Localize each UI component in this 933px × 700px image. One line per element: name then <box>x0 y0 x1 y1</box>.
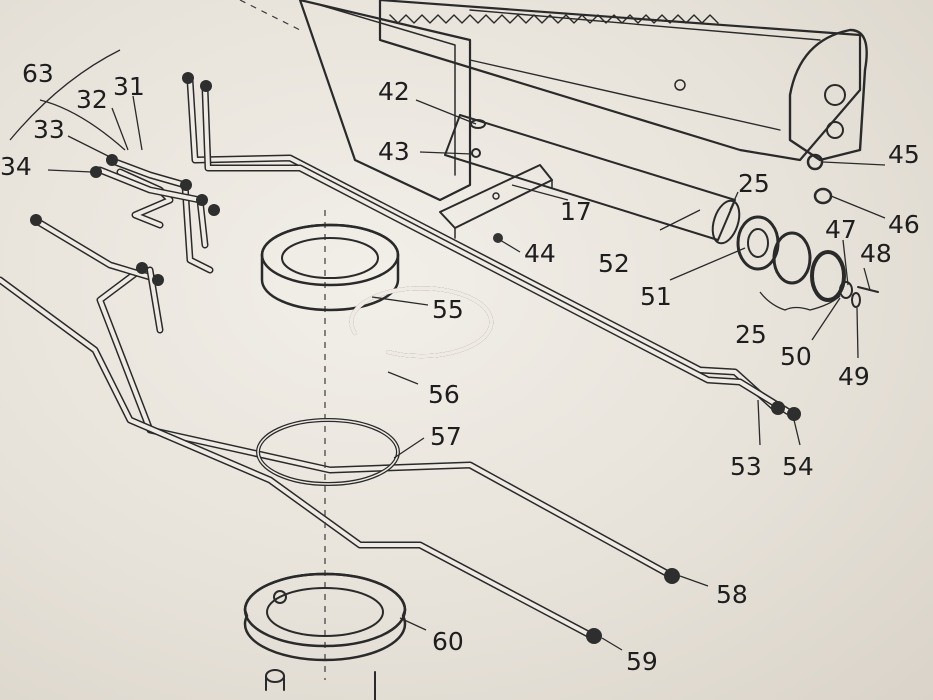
pipe-54 <box>201 84 796 418</box>
callout-labels: 63 32 31 33 34 42 43 17 44 25 45 46 47 4… <box>0 59 920 676</box>
callout-54: 54 <box>782 452 814 481</box>
callout-53: 53 <box>730 452 762 481</box>
callout-47: 47 <box>825 215 857 244</box>
leader-lines <box>9 49 886 651</box>
boom-end-bracket <box>788 28 868 162</box>
boom-assembly <box>298 0 879 308</box>
callout-55: 55 <box>432 295 464 324</box>
callout-56: 56 <box>428 380 460 409</box>
callout-49: 49 <box>838 362 870 391</box>
callout-34: 34 <box>0 152 32 181</box>
seal-ring-25a <box>772 231 812 285</box>
callout-25-bottom: 25 <box>735 320 767 349</box>
callout-31: 31 <box>113 72 145 101</box>
channel-bracket-17 <box>439 164 553 229</box>
callout-42: 42 <box>378 77 410 106</box>
callout-33: 33 <box>33 115 65 144</box>
callout-58: 58 <box>716 580 748 609</box>
callout-25-top: 25 <box>738 169 770 198</box>
callout-50: 50 <box>780 342 812 371</box>
cylinder-52 <box>444 114 736 241</box>
boom-beam <box>378 0 862 162</box>
callout-17: 17 <box>560 197 592 226</box>
callout-52: 52 <box>598 249 630 278</box>
callout-32: 32 <box>76 85 108 114</box>
slewing-parts <box>239 0 494 700</box>
callout-45: 45 <box>888 140 920 169</box>
piston-51 <box>736 215 780 271</box>
nut-43 <box>471 148 481 158</box>
pipe-53 <box>186 76 779 412</box>
boom-side-plate <box>298 0 472 202</box>
pipe-fittings <box>30 72 801 644</box>
washer-42 <box>470 119 486 129</box>
pipe-59 <box>0 276 594 639</box>
callout-51: 51 <box>640 282 672 311</box>
washer-45 <box>806 153 824 171</box>
callout-57: 57 <box>430 422 462 451</box>
callout-59: 59 <box>626 647 658 676</box>
washer-46 <box>813 187 833 205</box>
callout-63: 63 <box>22 59 54 88</box>
hydraulic-pipes <box>0 72 801 644</box>
callout-46: 46 <box>888 210 920 239</box>
seal-ring-25b <box>810 250 846 302</box>
callout-48: 48 <box>860 239 892 268</box>
callout-60: 60 <box>432 627 464 656</box>
boom-rack <box>389 14 719 24</box>
callout-43: 43 <box>378 137 410 166</box>
callout-44: 44 <box>524 239 556 268</box>
